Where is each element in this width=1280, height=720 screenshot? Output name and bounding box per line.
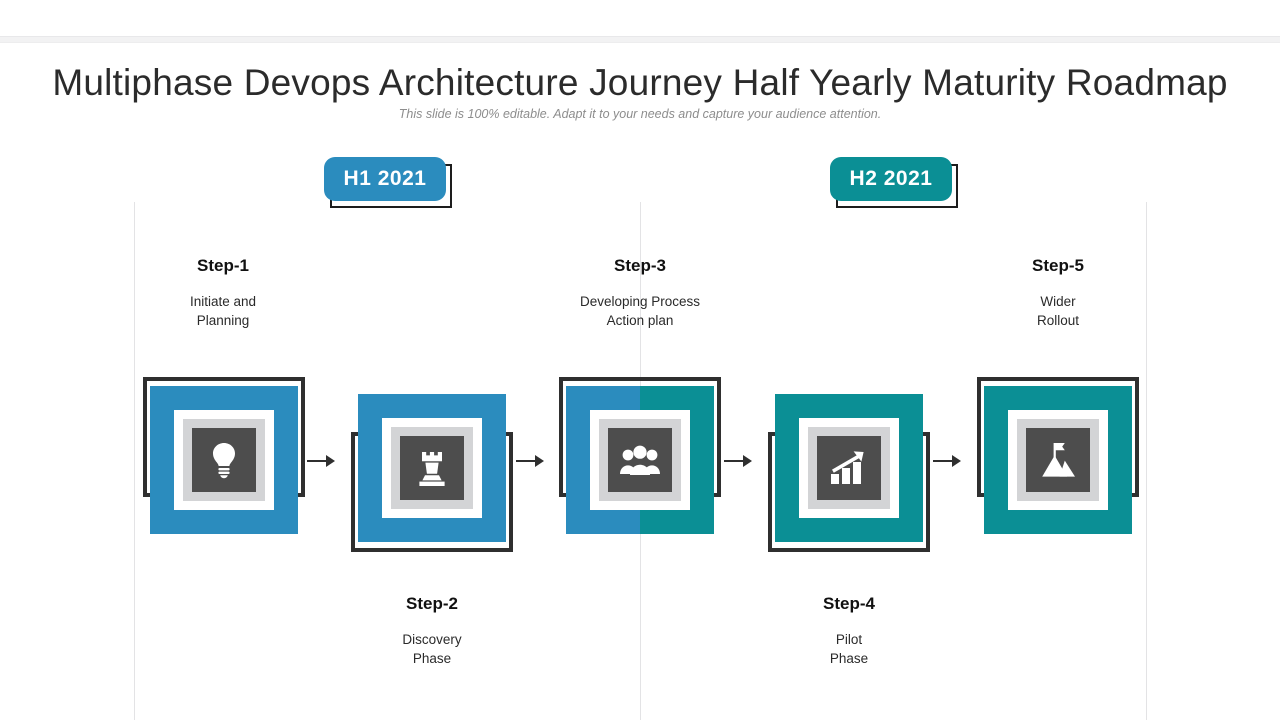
step-description-5: Wider Rollout <box>1036 294 1080 328</box>
step-label-5: Step-5 Wider Rollout <box>943 256 1173 330</box>
arrow-shaft <box>307 460 326 462</box>
arrow-shaft <box>933 460 952 462</box>
arrow-step1-to-step2 <box>307 455 335 467</box>
page-title: Multiphase Devops Architecture Journey H… <box>52 62 1228 103</box>
arrow-step3-to-step4 <box>724 455 752 467</box>
step-title-4: Step-4 <box>823 594 875 613</box>
step-tile-3-frame-white <box>590 410 690 510</box>
period-badge-h2[interactable]: H2 2021 <box>830 157 964 211</box>
step-description-1: Initiate and Planning <box>189 294 257 328</box>
people-group-icon <box>608 428 672 492</box>
arrow-shaft <box>724 460 743 462</box>
top-divider-rule <box>0 36 1280 43</box>
step-tile-2-square <box>358 394 506 542</box>
period-badge-h2-label: H2 2021 <box>830 157 952 201</box>
lightbulb-icon <box>192 428 256 492</box>
step-label-4: Step-4 Pilot Phase <box>734 594 964 668</box>
arrow-step2-to-step3 <box>516 455 544 467</box>
step-description-4: Pilot Phase <box>829 632 869 666</box>
step-tile-1-frame-gray <box>183 419 265 501</box>
arrow-step4-to-step5 <box>933 455 961 467</box>
step-title-5: Step-5 <box>1032 256 1084 275</box>
arrow-head <box>743 455 752 467</box>
step-title-1: Step-1 <box>197 256 249 275</box>
step-tile-1-square <box>150 386 298 534</box>
step-tile-4-square <box>775 394 923 542</box>
step-description-2: Discovery Phase <box>402 632 462 666</box>
arrow-head <box>952 455 961 467</box>
step-title-3: Step-3 <box>614 256 666 275</box>
period-badge-h1[interactable]: H1 2021 <box>324 157 458 211</box>
arrow-shaft <box>516 460 535 462</box>
guide-line-right <box>1146 202 1147 720</box>
step-tile-4-frame-white <box>799 418 899 518</box>
step-tile-5-frame-gray <box>1017 419 1099 501</box>
step-title-2: Step-2 <box>406 594 458 613</box>
mountain-summit-icon <box>1026 428 1090 492</box>
step-label-2: Step-2 Discovery Phase <box>317 594 547 668</box>
step-tile-5-frame-white <box>1008 410 1108 510</box>
step-label-3: Step-3 Developing Process Action plan <box>525 256 755 330</box>
step-tile-1-frame-white <box>174 410 274 510</box>
step-tile-2-frame-gray <box>391 427 473 509</box>
guide-line-left <box>134 202 135 720</box>
period-badge-h1-label: H1 2021 <box>324 157 446 201</box>
page-subtitle: This slide is 100% editable. Adapt it to… <box>398 107 882 121</box>
step-tile-3-square <box>566 386 714 534</box>
arrow-head <box>535 455 544 467</box>
top-strip <box>0 0 1280 36</box>
arrow-head <box>326 455 335 467</box>
step-label-1: Step-1 Initiate and Planning <box>108 256 338 330</box>
step-tile-2-frame-white <box>382 418 482 518</box>
step-tile-5-square <box>984 386 1132 534</box>
step-tile-4-frame-gray <box>808 427 890 509</box>
chess-rook-icon <box>400 436 464 500</box>
growth-chart-icon <box>817 436 881 500</box>
step-description-3: Developing Process Action plan <box>579 294 701 328</box>
step-tile-3-frame-gray <box>599 419 681 501</box>
